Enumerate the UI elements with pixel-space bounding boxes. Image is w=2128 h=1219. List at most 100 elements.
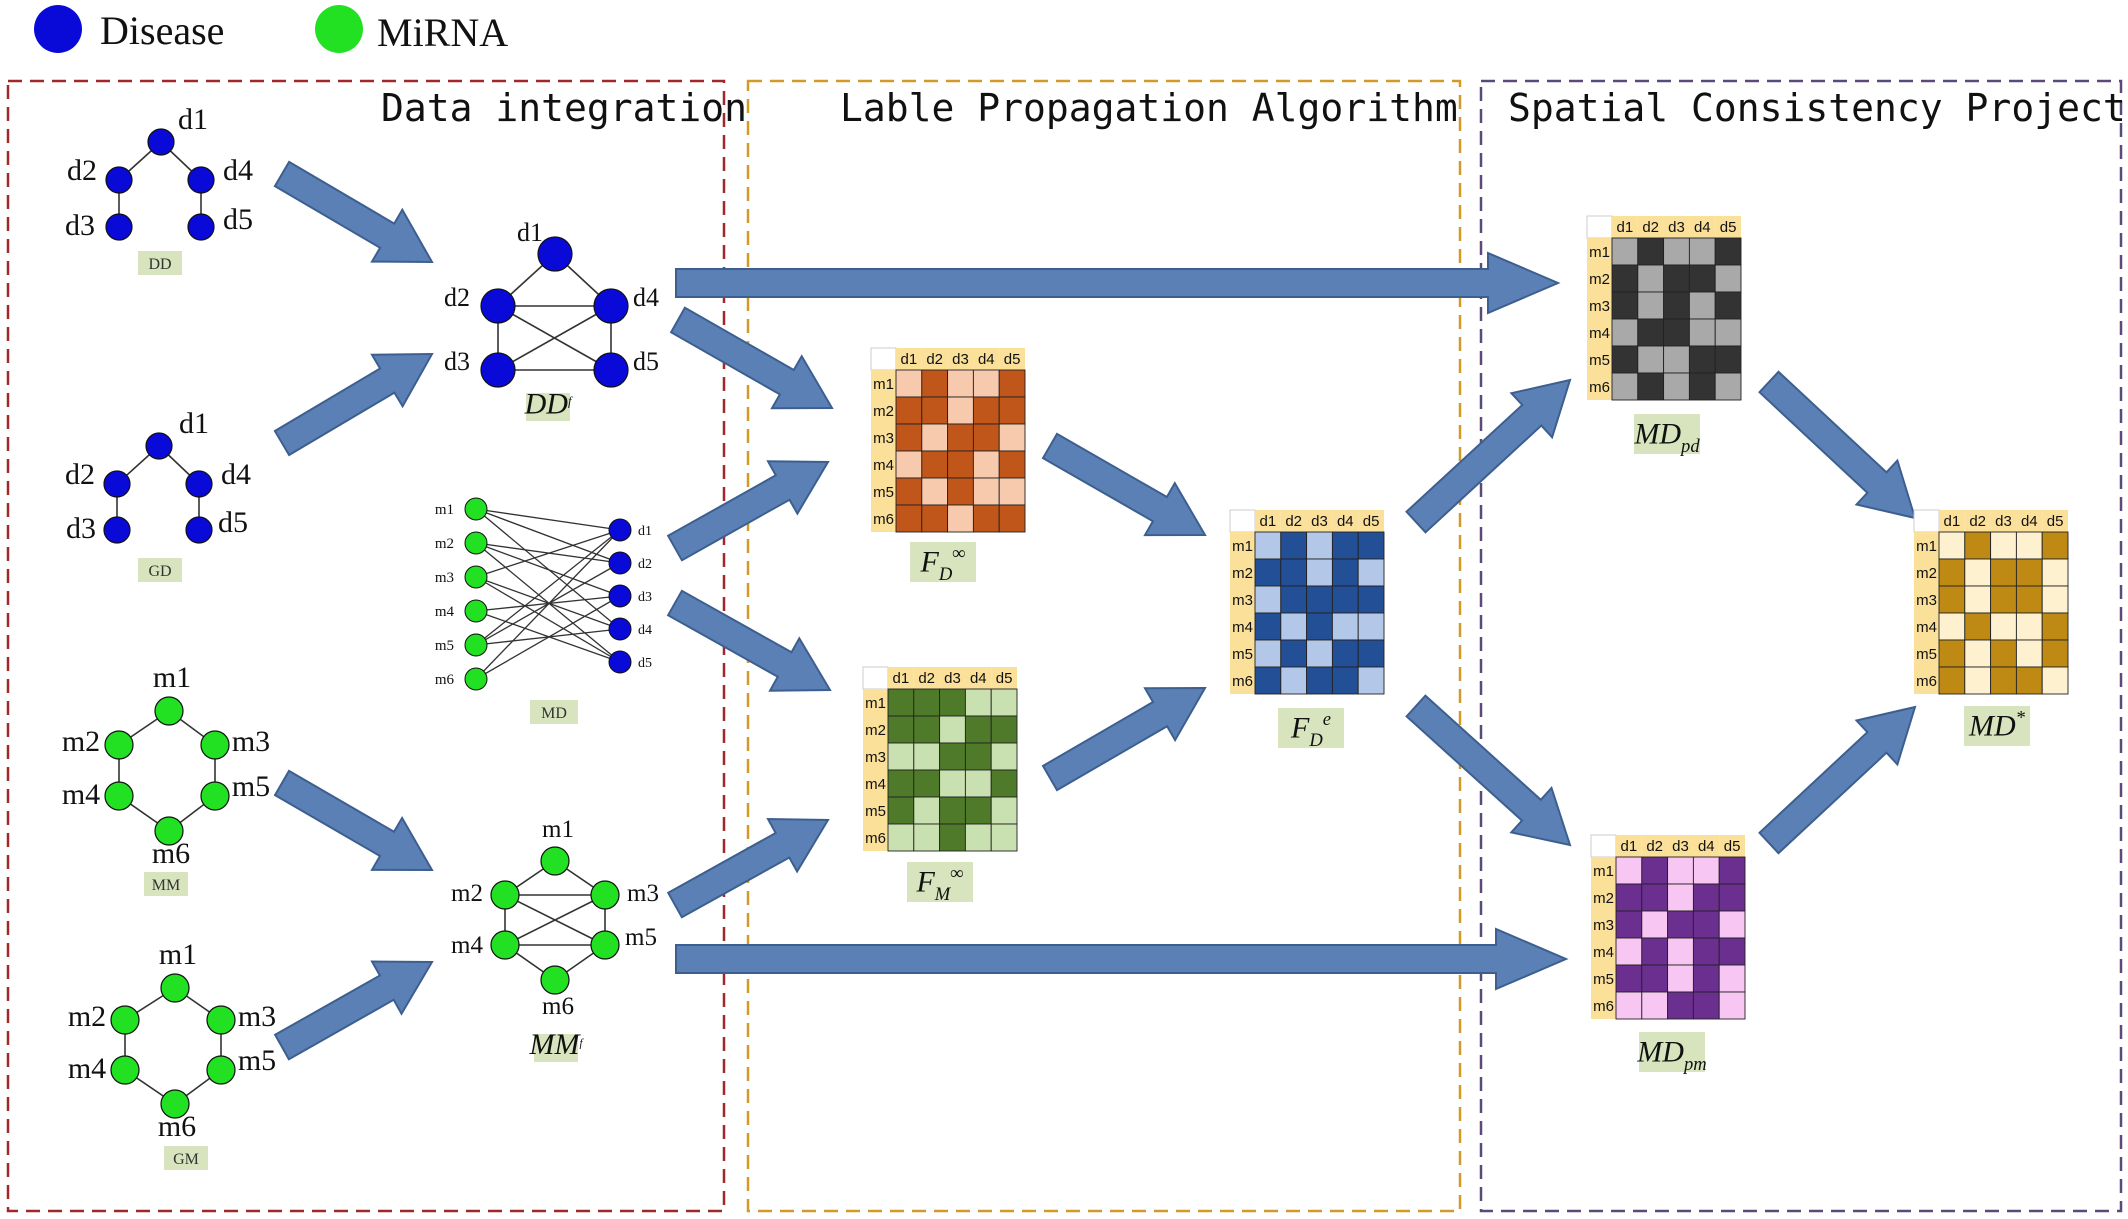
- matrix-col-label: d3: [1668, 219, 1685, 236]
- matrix-cell: [1637, 264, 1665, 293]
- matrix-cell: [1615, 937, 1643, 966]
- arrow-fde-to-mdpd: [1405, 378, 1572, 534]
- matrix-row-header: [1591, 884, 1616, 911]
- matrix-cell: [913, 796, 941, 825]
- matrix-col-header: [1641, 835, 1668, 857]
- arrow-mdpd-to-mdstar: [1758, 370, 1917, 520]
- matrix-cell: [1938, 666, 1966, 695]
- node-label: m5: [232, 770, 270, 803]
- node-label: m2: [68, 1000, 106, 1033]
- node-label: d2: [65, 458, 95, 491]
- graph-tag-box: [530, 700, 578, 724]
- matrix-cell: [895, 396, 923, 425]
- arrow-fm-to-fde: [1041, 686, 1207, 792]
- matrix-row-label: m5: [873, 484, 894, 501]
- matrix-cell: [998, 450, 1026, 479]
- graph-node: [103, 516, 131, 544]
- mmf-label: MMf: [528, 1028, 584, 1062]
- matrix-cell: [1637, 237, 1665, 266]
- arrow-dd-to-ddf: [273, 160, 434, 264]
- matrix-cell: [1990, 639, 2017, 668]
- matrix-cell: [1718, 910, 1746, 939]
- matrix-cell: [1641, 910, 1669, 939]
- graph-tag-box: [138, 251, 182, 275]
- graph-node: [105, 166, 133, 194]
- matrix-label-text: FD∞: [919, 543, 965, 585]
- matrix-cell: [1331, 531, 1359, 560]
- matrix-row-header: [1914, 586, 1939, 613]
- graph-edge: [475, 576, 621, 663]
- matrix-cell: [1964, 612, 1992, 641]
- matrix-row-header: [1591, 857, 1616, 884]
- matrix-col-header: [1612, 216, 1638, 238]
- legend-mirna-label: MiRNA: [377, 10, 508, 55]
- matrix-label-text: MMf: [528, 1028, 584, 1061]
- matrix-col-header: [1358, 510, 1384, 532]
- matrix-cell: [1667, 991, 1694, 1020]
- matrix-cell: [921, 369, 949, 398]
- matrix-cell: [2041, 558, 2069, 587]
- matrix-col-header: [1715, 216, 1741, 238]
- matrix-row-label: m2: [1589, 271, 1610, 288]
- arrow-gd-to-ddf: [273, 352, 434, 457]
- arrow-mmf-to-mdpm: [675, 927, 1569, 991]
- graph-tag-box: [138, 558, 182, 582]
- matrix-col-label: d2: [1642, 219, 1659, 236]
- matrix-col-header: [1663, 216, 1690, 238]
- matrix-cell: [2015, 585, 2043, 614]
- graph-tag-label: MM: [152, 877, 180, 894]
- legend-disease-label: Disease: [100, 8, 224, 53]
- spatial-projection-title: Spatial Consistency Projection: [1508, 86, 2128, 130]
- matrix-row-header: [1587, 292, 1612, 319]
- matrix-cell: [1688, 372, 1716, 401]
- graph-edge: [475, 529, 621, 646]
- matrix-cell: [1306, 639, 1333, 668]
- matrix-cell: [1663, 372, 1690, 401]
- matrix-cell: [2041, 531, 2069, 560]
- graph-node: [206, 1005, 236, 1035]
- matrix-col-label: d1: [1260, 513, 1277, 530]
- matrix-cell: [1357, 558, 1385, 587]
- matrix-cell: [913, 715, 941, 744]
- matrix-cell: [1306, 666, 1333, 695]
- node-label: m6: [158, 1110, 196, 1143]
- mirna-legend-icon: [315, 5, 363, 53]
- matrix-row-header: [871, 397, 896, 424]
- matrix-cell: [939, 796, 966, 825]
- matrix-label-text: DDf: [524, 387, 573, 420]
- node-label: m1: [542, 816, 574, 843]
- matrix-row-header: [1591, 992, 1616, 1019]
- matrix-col-label: d5: [2047, 513, 2064, 530]
- node-label: m4: [451, 932, 483, 959]
- matrix-row-label: m2: [873, 403, 894, 420]
- arrow-md-to-fm: [666, 589, 832, 692]
- matrix-cell: [1611, 318, 1639, 347]
- matrix-cell: [1254, 558, 1282, 587]
- matrix-cell: [998, 396, 1026, 425]
- arrow-ddf-to-fd: [669, 306, 834, 410]
- matrix-row-label: m3: [1232, 592, 1253, 609]
- matrix-cell: [1718, 937, 1746, 966]
- graph-tag-label: GM: [173, 1151, 199, 1168]
- graph-node: [464, 599, 488, 623]
- graph-node: [608, 518, 632, 542]
- graph-node: [590, 880, 620, 910]
- matrix-row-header: [863, 716, 888, 743]
- fm_inf-label: FM∞: [907, 862, 973, 905]
- graph-node: [593, 352, 629, 388]
- graph-node: [480, 288, 516, 324]
- matrix-cell: [1615, 856, 1643, 885]
- matrix-cell: [1663, 237, 1690, 266]
- matrix-cell: [964, 823, 992, 852]
- matrix-row-label: m3: [873, 430, 894, 447]
- matrix-label-box: [1278, 708, 1344, 748]
- matrix-cell: [1611, 264, 1639, 293]
- fd_inf-label: FD∞: [910, 542, 976, 585]
- node-label: d2: [444, 283, 470, 312]
- matrix-cell: [1718, 964, 1746, 993]
- matrix-cell: [998, 369, 1026, 398]
